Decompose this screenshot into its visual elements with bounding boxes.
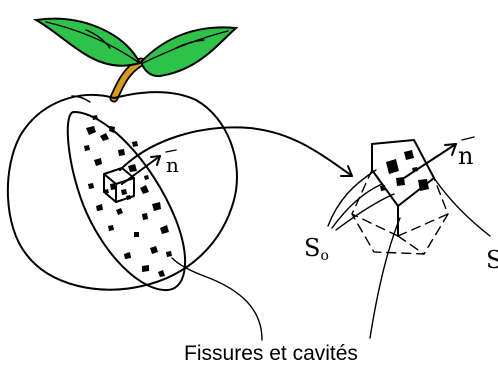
apple-cut-face [68, 112, 185, 290]
small-volume-element [104, 168, 134, 202]
surface-label-s: S [434, 178, 498, 274]
large-normal-label: n [458, 142, 473, 170]
leaf-left [36, 19, 140, 66]
enlarged-volume-element [352, 140, 448, 254]
surface-label-s-text: S [486, 246, 498, 274]
caption-pointers [172, 218, 400, 340]
surface-label-s0-text: So [304, 234, 329, 264]
small-normal-label: n [166, 153, 179, 177]
large-normal-vector: n [404, 137, 474, 178]
caption-fissures-cavites: Fissures et cavités [0, 342, 498, 366]
surface-label-s0: So [304, 170, 394, 264]
leaf-right [141, 27, 236, 76]
pore-speckles [84, 115, 172, 277]
